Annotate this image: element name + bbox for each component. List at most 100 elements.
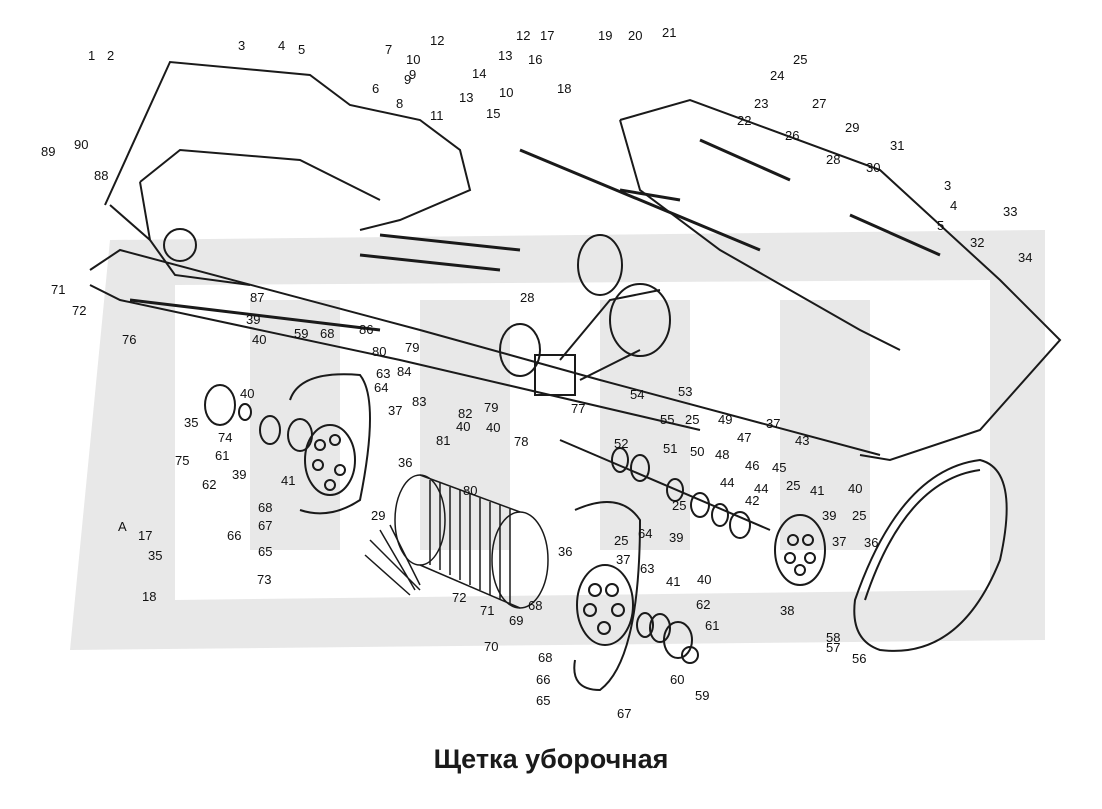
chain-drive [499, 234, 671, 396]
callout-number: 25 [685, 412, 699, 427]
callout-number: 86 [359, 322, 373, 337]
callout-number: 5 [937, 218, 944, 233]
callout-number: 73 [257, 572, 271, 587]
callout-number: 52 [614, 436, 628, 451]
callout-number: 41 [810, 483, 824, 498]
callout-number: 68 [528, 598, 542, 613]
callout-number: 61 [705, 618, 719, 633]
callout-number: 13 [459, 90, 473, 105]
callout-number: 46 [745, 458, 759, 473]
callout-number: 42 [745, 493, 759, 508]
callout-number: 1 [88, 48, 95, 63]
callout-number: 4 [278, 38, 285, 53]
callout-number: 41 [281, 473, 295, 488]
callout-number: 16 [528, 52, 542, 67]
callout-number: 37 [766, 416, 780, 431]
callout-number: 77 [571, 401, 585, 416]
callout-number: 68 [538, 650, 552, 665]
callout-number: 13 [498, 48, 512, 63]
callout-number: 25 [672, 498, 686, 513]
callout-number: 72 [72, 303, 86, 318]
callout-number: 20 [628, 28, 642, 43]
callout-number: 33 [1003, 204, 1017, 219]
callout-number: 59 [695, 688, 709, 703]
callout-number: 23 [754, 96, 768, 111]
callout-number: 57 [826, 640, 840, 655]
callout-number: 87 [250, 290, 264, 305]
callout-number: 17 [540, 28, 554, 43]
callout-number: 27 [812, 96, 826, 111]
callout-number: 71 [480, 603, 494, 618]
callout-number: 48 [715, 447, 729, 462]
callout-number: 61 [215, 448, 229, 463]
callout-number: 72 [452, 590, 466, 605]
callout-number: 36 [864, 535, 878, 550]
callout-number: 12 [516, 28, 530, 43]
callout-number: 37 [616, 552, 630, 567]
callout-number: 53 [678, 384, 692, 399]
callout-number: 35 [148, 548, 162, 563]
callout-number: 40 [240, 386, 254, 401]
callout-number: 67 [617, 706, 631, 721]
callout-number: 63 [376, 366, 390, 381]
callout-number: 47 [737, 430, 751, 445]
callout-number: 6 [372, 81, 379, 96]
bearing-stack [559, 439, 771, 539]
callout-number: 3 [944, 178, 951, 193]
callout-number: 90 [74, 137, 88, 152]
callout-number: 29 [845, 120, 859, 135]
callout-number: 65 [536, 693, 550, 708]
brush-drum [364, 474, 549, 609]
callout-number: 80 [372, 344, 386, 359]
callout-number: 70 [484, 639, 498, 654]
callout-number: 9 [404, 72, 411, 87]
callout-number: 55 [660, 412, 674, 427]
callout-number: 40 [848, 481, 862, 496]
callout-number: 35 [184, 415, 198, 430]
callout-number: 83 [412, 394, 426, 409]
callout-number: 15 [486, 106, 500, 121]
callout-number: 66 [536, 672, 550, 687]
callout-number: 34 [1018, 250, 1032, 265]
callout-number: 25 [793, 52, 807, 67]
callout-number: 39 [669, 530, 683, 545]
callout-number: 40 [456, 419, 470, 434]
drawing-title: Щетка уборочная [433, 744, 669, 774]
callout-number: 51 [663, 441, 677, 456]
callout-number: 44 [720, 475, 734, 490]
callout-number: 79 [405, 340, 419, 355]
callout-number: 7 [385, 42, 392, 57]
callout-number: 68 [320, 326, 334, 341]
callout-number: 36 [558, 544, 572, 559]
callout-number: 30 [866, 160, 880, 175]
callout-number: 26 [785, 128, 799, 143]
callout-number: 40 [486, 420, 500, 435]
callout-number: 54 [630, 387, 644, 402]
callout-number: 18 [142, 589, 156, 604]
callout-number: 41 [666, 574, 680, 589]
callout-number: 79 [484, 400, 498, 415]
callout-number: 59 [294, 326, 308, 341]
callout-number: 75 [175, 453, 189, 468]
callout-number: 10 [499, 85, 513, 100]
right-disk-assembly [573, 501, 826, 692]
callout-number: 10 [406, 52, 420, 67]
callout-number: 80 [463, 483, 477, 498]
callout-number: 29 [371, 508, 385, 523]
callout-number: 64 [638, 526, 652, 541]
callout-number: 76 [122, 332, 136, 347]
callout-number: 56 [852, 651, 866, 666]
shafts [129, 138, 941, 332]
callout-number: 11 [430, 108, 444, 123]
callout-number: 84 [397, 364, 411, 379]
callout-number: 5 [298, 42, 305, 57]
callout-number: 67 [258, 518, 272, 533]
callout-number: 58 [826, 630, 840, 645]
callout-number: 17 [138, 528, 152, 543]
callout-number: 22 [737, 113, 751, 128]
callout-number: 65 [258, 544, 272, 559]
callout-number: 40 [697, 572, 711, 587]
